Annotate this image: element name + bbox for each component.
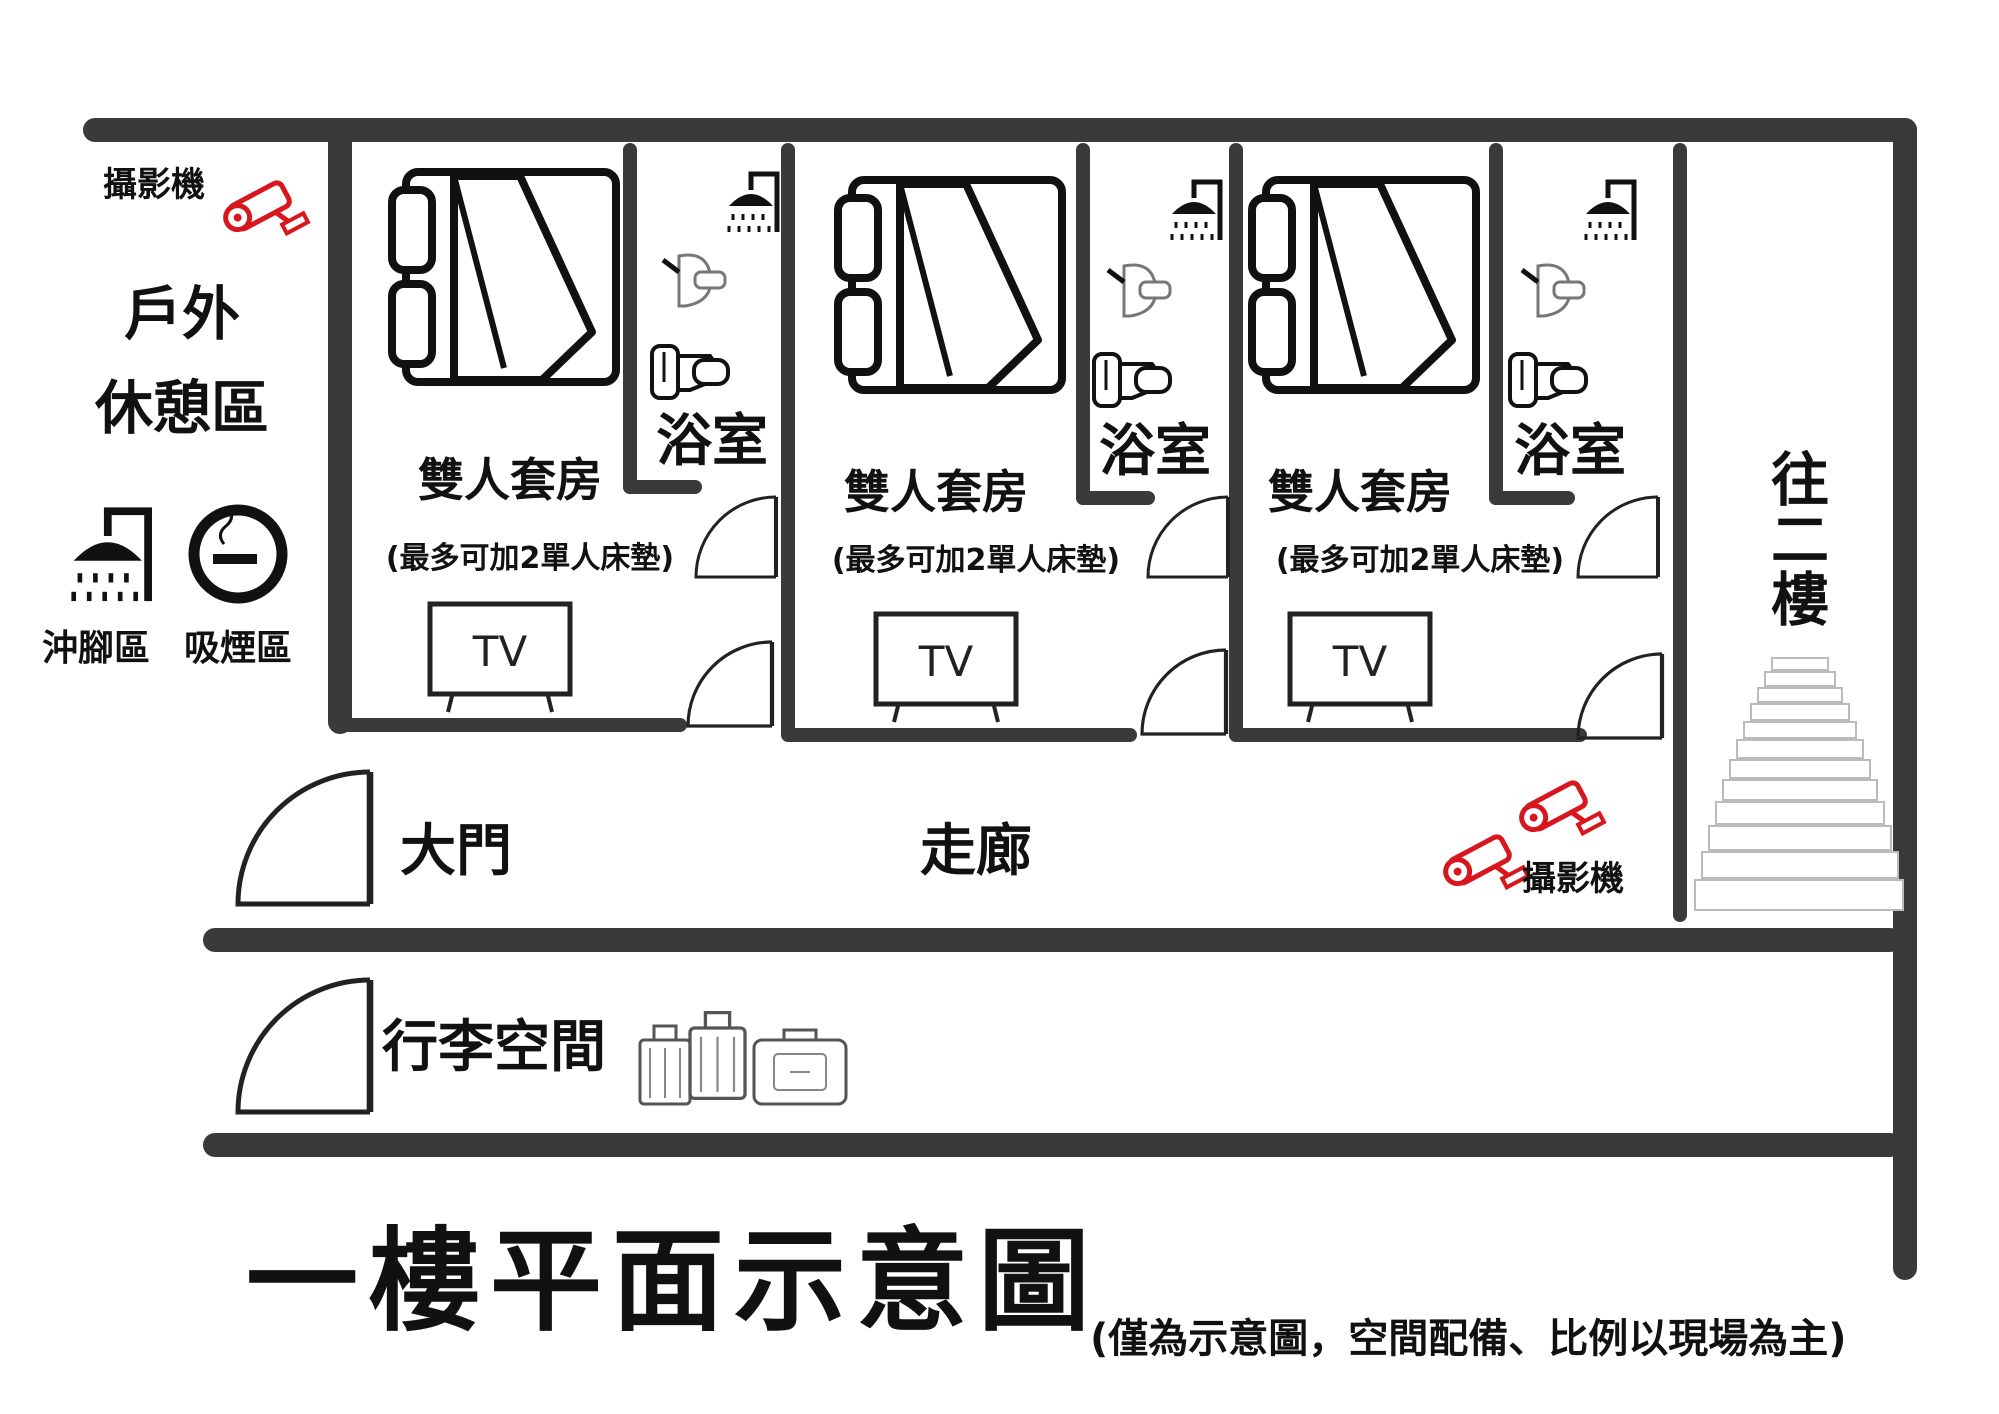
room-name: 雙人套房	[1268, 465, 1452, 519]
tv-label: TV	[472, 627, 528, 676]
luggage-space: 行李空間	[238, 980, 848, 1112]
room-door[interactable]	[688, 642, 772, 726]
corridor: 大門 走廊 攝影機	[238, 772, 1624, 910]
tv-icon: TV	[430, 604, 570, 712]
room-note: (最多可加2單人床墊)	[386, 541, 674, 576]
cctv-camera-icon	[1441, 832, 1528, 910]
room-name: 雙人套房	[844, 465, 1028, 519]
shower-icon	[729, 174, 777, 232]
bathroom-label: 浴室	[1099, 419, 1211, 484]
sink-icon	[663, 255, 725, 306]
bathroom-label: 浴室	[1514, 419, 1626, 484]
room-door[interactable]	[1578, 654, 1662, 738]
shower-icon	[1172, 182, 1220, 240]
camera-label-corridor: 攝影機	[1522, 859, 1624, 899]
room-1: 浴室 雙人套房 (最多可加2單人床墊) TV	[386, 172, 777, 726]
sink-icon	[1108, 265, 1170, 316]
outdoor-label-line1: 戶外	[124, 280, 240, 348]
stairs-label-char-3: 樓	[1771, 566, 1829, 634]
tv-label: TV	[918, 637, 974, 686]
foot-wash-label: 沖腳區	[42, 628, 150, 669]
disclaimer: (僅為示意圖，空間配備、比例以現場為主)	[1090, 1316, 1847, 1362]
bathroom-door[interactable]	[1576, 495, 1660, 579]
luggage-label: 行李空間	[382, 1015, 606, 1080]
tv-label: TV	[1332, 637, 1388, 686]
toilet-icon	[650, 344, 730, 400]
suitcase-icon	[688, 1010, 747, 1101]
walls	[83, 118, 1917, 1280]
bed-icon	[392, 172, 616, 382]
shower-icon	[74, 511, 148, 601]
bathroom-door[interactable]	[694, 495, 778, 579]
bathroom-label: 浴室	[656, 409, 768, 474]
stairs-label-char-1: 往	[1771, 446, 1829, 514]
cctv-camera-icon	[1517, 778, 1604, 856]
bed-icon	[1252, 180, 1476, 390]
toilet-icon	[1092, 352, 1172, 408]
room-walls	[333, 143, 1687, 922]
tv-icon: TV	[876, 614, 1016, 722]
main-door[interactable]	[238, 772, 370, 904]
room-note: (最多可加2單人床墊)	[832, 543, 1120, 578]
corridor-label: 走廊	[920, 819, 1032, 884]
room-name: 雙人套房	[418, 453, 602, 507]
toilet-icon	[1508, 352, 1588, 408]
smoking-area-label: 吸煙區	[184, 628, 292, 669]
stairs-label-char-2: 二	[1771, 506, 1829, 574]
cctv-camera-icon	[221, 178, 308, 256]
room-door[interactable]	[1142, 650, 1226, 734]
briefcase-icon	[752, 1028, 848, 1106]
camera-label-nw: 攝影機	[103, 165, 205, 205]
outdoor-label-line2: 休憩區	[94, 374, 269, 442]
outdoor-area: 戶外 休憩區 攝影機 沖腳區 吸煙區	[42, 165, 308, 669]
no-smoking-icon	[188, 504, 288, 604]
luggage-door[interactable]	[238, 980, 370, 1112]
bathroom-door[interactable]	[1146, 495, 1230, 579]
page-title: 一樓平面示意圖	[246, 1217, 1100, 1347]
room-2: 浴室 雙人套房 (最多可加2單人床墊) TV	[832, 180, 1230, 734]
shower-icon	[1586, 182, 1634, 240]
tv-icon: TV	[1290, 614, 1430, 722]
room-3: 浴室 雙人套房 (最多可加2單人床墊) TV	[1252, 180, 1662, 738]
suitcase-icon	[638, 1024, 692, 1106]
staircase-icon	[1694, 657, 1904, 911]
stairs: 往 二 樓	[1694, 446, 1904, 911]
room-note: (最多可加2單人床墊)	[1276, 543, 1564, 578]
bed-icon	[838, 180, 1062, 390]
sink-icon	[1522, 265, 1584, 316]
main-door-label: 大門	[400, 819, 512, 884]
